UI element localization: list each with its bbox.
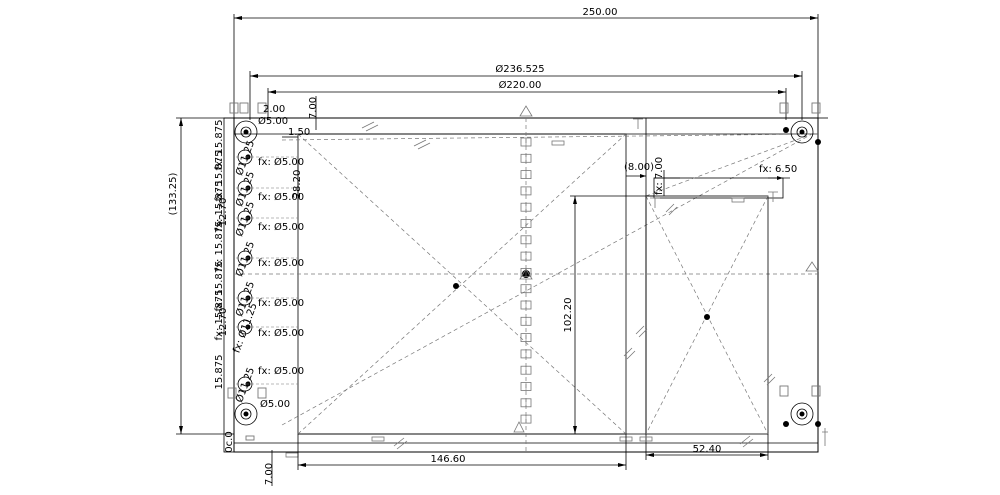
dim-panel-height-label: 102.20: [563, 298, 574, 333]
left-pitch-label: fx: 15.875: [214, 120, 225, 171]
dim-overall-height-label: (133.25): [168, 173, 179, 216]
dim-left-b-label: 1.50: [288, 127, 310, 138]
corner-fastener-bottom-right: [779, 385, 821, 427]
dim-left-gap-label: 2.00: [263, 104, 285, 115]
dim-left-small: 2.00 Ø5.00 1.50 28.20: [258, 104, 310, 200]
corner-fastener-bottom-left: [227, 387, 267, 441]
dim-gap-8-label: (8.00): [624, 162, 654, 173]
left-small-hole-label: fx: Ø5.00: [258, 156, 304, 168]
right-panel-center-mark: [704, 314, 710, 320]
dim-left-c-label: 28.20: [292, 170, 303, 199]
left-mid-label: 12.70: [218, 308, 229, 337]
dim-small-width-label: 52.40: [693, 444, 722, 455]
dim-fx-right-label: fx: 6.50: [759, 164, 797, 175]
dim-overall-width-label: 250.00: [583, 7, 618, 18]
left-big-hole-label: Ø11.25: [233, 366, 257, 404]
dim-fx-top-label: fx: 7.00: [654, 157, 665, 195]
dim-bottom-left-label: 0c.0: [224, 431, 235, 452]
left-pitch-label: fx: 15.875: [214, 181, 225, 232]
dim-panel-width-label: 146.60: [431, 454, 466, 465]
dim-top-offset: 7.00: [300, 96, 330, 130]
dim-panel-width: 146.60: [297, 434, 627, 470]
dim-fx-right: fx: 6.50: [759, 164, 797, 180]
left-small-hole-label: fx: Ø5.00: [258, 327, 304, 339]
left-small-hole-label: fx: Ø5.00: [258, 365, 304, 377]
left-pitch-label: fx: 15.875: [214, 221, 225, 272]
dim-gap-8: (8.00): [624, 162, 654, 178]
dim-small-width: 52.40: [645, 434, 769, 460]
left-pitch-label: fx: 15.875: [214, 261, 225, 312]
panel-center-mark: [453, 283, 459, 289]
dim-bottom-offset-label: 7.00: [264, 463, 275, 485]
corner-fastener-top-right: [779, 102, 821, 145]
dim-fx-top: fx: 7.00: [654, 157, 680, 196]
corner-fastener-top-left: [229, 102, 267, 144]
right-panel: [645, 133, 813, 435]
left-small-hole-label: fx: Ø5.00: [258, 257, 304, 269]
left-pitch-label: 15.875: [214, 355, 225, 390]
left-mid-label: 12.70: [218, 198, 229, 227]
dim-panel-height: 102.20: [563, 195, 654, 434]
left-pitch-label: fx: 15.875: [214, 151, 225, 202]
annotation-symbols: [285, 105, 828, 458]
dim-bottom-offset: 7.00: [264, 450, 275, 486]
dim-outer-diameter-label: Ø236.525: [495, 63, 544, 75]
left-small-hole-label: Ø5.00: [260, 398, 290, 410]
left-big-hole-label: Ø11.25: [233, 240, 257, 278]
left-small-hole-label: fx: Ø5.00: [258, 191, 304, 203]
central-hole-column: [520, 137, 532, 424]
dim-left-a-label: Ø5.00: [258, 115, 288, 127]
left-small-hole-label: fx: Ø5.00: [258, 297, 304, 309]
dim-outer-diameter: Ø236.525: [249, 63, 803, 120]
left-small-hole-label: fx: Ø5.00: [258, 221, 304, 233]
dim-inner-diameter: Ø220.00: [267, 79, 787, 120]
left-pitch-label: fx: 15.875: [214, 290, 225, 341]
dim-overall-height: (133.25): [168, 117, 234, 435]
dim-top-offset-label: 7.00: [308, 97, 319, 119]
left-big-hole-label: Ø11.25: [233, 139, 257, 177]
dim-inner-diameter-label: Ø220.00: [499, 79, 542, 91]
dim-overall-width: 250.00: [233, 7, 819, 120]
